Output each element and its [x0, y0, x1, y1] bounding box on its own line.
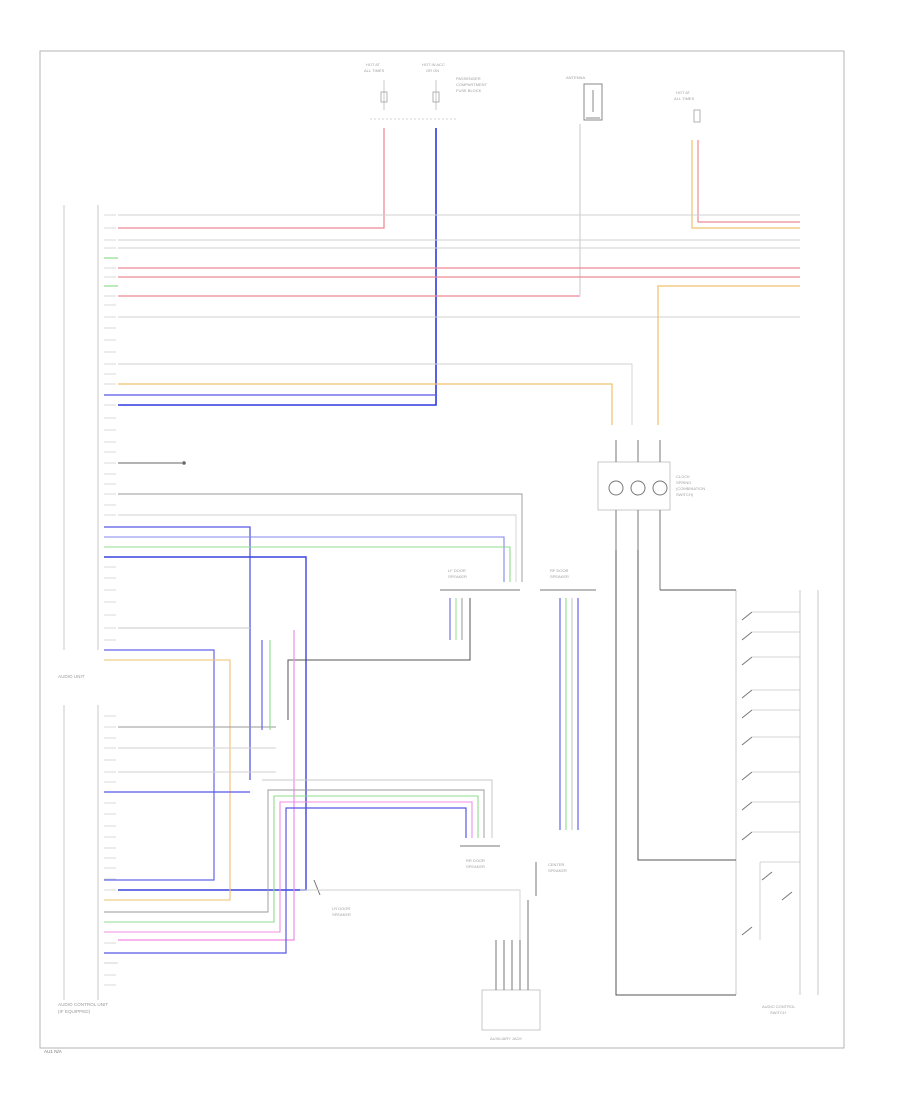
- svg-text:RR DOOR: RR DOOR: [466, 858, 485, 863]
- wire-orange-clock: [118, 383, 613, 425]
- svg-text:LR DOOR: LR DOOR: [332, 906, 350, 911]
- audio-unit-pins: [104, 214, 116, 986]
- svg-text:ALL TIMES: ALL TIMES: [674, 96, 695, 101]
- wire-lf-down: [287, 598, 471, 720]
- rf-speaker: RF DOOR SPEAKER: [540, 568, 596, 591]
- wire-pink-rear: [104, 801, 473, 933]
- svg-text:FUSE BLOCK: FUSE BLOCK: [456, 88, 482, 93]
- passenger-fuse-block: PASSENGER COMPARTMENT FUSE BLOCK: [456, 76, 488, 93]
- diagram-frame: [39, 50, 845, 1049]
- clock-spring: CLOCK SPRING (COMBINATION SWITCH): [597, 440, 705, 590]
- wire-blue-mid: [104, 649, 215, 881]
- svg-text:SPRING: SPRING: [676, 480, 691, 485]
- svg-text:LF DOOR: LF DOOR: [448, 568, 466, 573]
- svg-text:COMPARTMENT: COMPARTMENT: [456, 82, 488, 87]
- lf-speaker: LF DOOR SPEAKER: [440, 568, 520, 591]
- wire-purple-lf: [104, 526, 251, 780]
- lr-speaker: LR DOOR SPEAKER: [313, 879, 351, 917]
- fuse-hot-in-acc: HOT IN ACC OR ON: [422, 62, 445, 110]
- svg-text:SPEAKER: SPEAKER: [550, 574, 569, 579]
- svg-text:SPEAKER: SPEAKER: [332, 912, 351, 917]
- svg-text:SWITCH: SWITCH: [770, 1010, 786, 1015]
- svg-text:CENTER: CENTER: [548, 862, 565, 867]
- audio-control-unit-note: (IF EQUIPPED): [58, 1009, 91, 1014]
- svg-text:OR ON: OR ON: [426, 68, 439, 73]
- svg-text:HOT IN ACC: HOT IN ACC: [422, 62, 445, 67]
- svg-text:PASSENGER: PASSENGER: [456, 76, 481, 81]
- wire-pink-vertical: [118, 630, 295, 941]
- wire-green-rear: [104, 795, 479, 923]
- svg-text:SPEAKER: SPEAKER: [448, 574, 467, 579]
- svg-text:AUDIO CONTROL: AUDIO CONTROL: [762, 1004, 796, 1009]
- svg-text:HOT AT: HOT AT: [366, 62, 381, 67]
- audio-unit: AUDIO UNIT AUDIO CONTROL UNIT (IF EQUIPP…: [58, 205, 108, 1014]
- wire-grey-horizontals: [118, 214, 800, 318]
- wire-right-fuse-orange: [691, 140, 800, 229]
- wire-right-fuse-red: [697, 140, 800, 223]
- ground-symbol: [118, 461, 186, 465]
- wire-green-stubs: [104, 257, 118, 287]
- svg-text:RF DOOR: RF DOOR: [550, 568, 569, 573]
- wire-grey-lf: [118, 493, 523, 582]
- svg-text:ALL TIMES: ALL TIMES: [364, 68, 385, 73]
- audio-control-unit-label: AUDIO CONTROL UNIT: [58, 1002, 108, 1007]
- svg-text:SWITCH): SWITCH): [676, 492, 694, 497]
- svg-text:(COMBINATION: (COMBINATION: [676, 486, 705, 491]
- audio-unit-label: AUDIO UNIT: [58, 674, 85, 679]
- wire-red-battery: [118, 128, 385, 229]
- wire-grey-lf-2: [118, 514, 517, 582]
- wire-orange-mid: [104, 659, 231, 901]
- svg-text:HOT AT: HOT AT: [676, 90, 691, 95]
- svg-text:SPEAKER: SPEAKER: [466, 864, 485, 869]
- diagram-footer: AU1 N/A: [44, 1049, 63, 1054]
- svg-text:CLOCK: CLOCK: [676, 474, 690, 479]
- svg-text:SPEAKER: SPEAKER: [548, 868, 567, 873]
- wire-grey-rear: [104, 789, 485, 913]
- wire-grey-rear-loop: [262, 779, 493, 838]
- wire-blue-rear: [104, 807, 467, 954]
- sub-speaker: CENTER SPEAKER: [535, 862, 567, 896]
- audio-control-switch: AUDIO CONTROL SWITCH: [615, 550, 819, 1015]
- wire-grey-clock: [118, 363, 633, 425]
- wire-green-lf: [104, 546, 511, 582]
- wire-blue-lf: [104, 536, 505, 582]
- fuse-hot-at-all-times-right: HOT AT ALL TIMES: [674, 90, 701, 123]
- wire-grey-rear-aux: [300, 889, 521, 940]
- wire-orange-riser: [657, 285, 800, 425]
- wire-blue-acc: [118, 128, 437, 406]
- antenna: ANTENNA: [566, 75, 603, 295]
- auxiliary-jack: AUXILIARY JACK: [481, 900, 541, 1041]
- rr-speaker: RR DOOR SPEAKER: [460, 845, 500, 869]
- svg-text:ANTENNA: ANTENNA: [566, 75, 585, 80]
- svg-text:AUXILIARY JACK: AUXILIARY JACK: [490, 1036, 522, 1041]
- wire-blue-rf: [104, 556, 307, 891]
- fuse-hot-at-all-times-left: HOT AT ALL TIMES: [364, 62, 388, 110]
- wire-rf-down: [559, 598, 579, 830]
